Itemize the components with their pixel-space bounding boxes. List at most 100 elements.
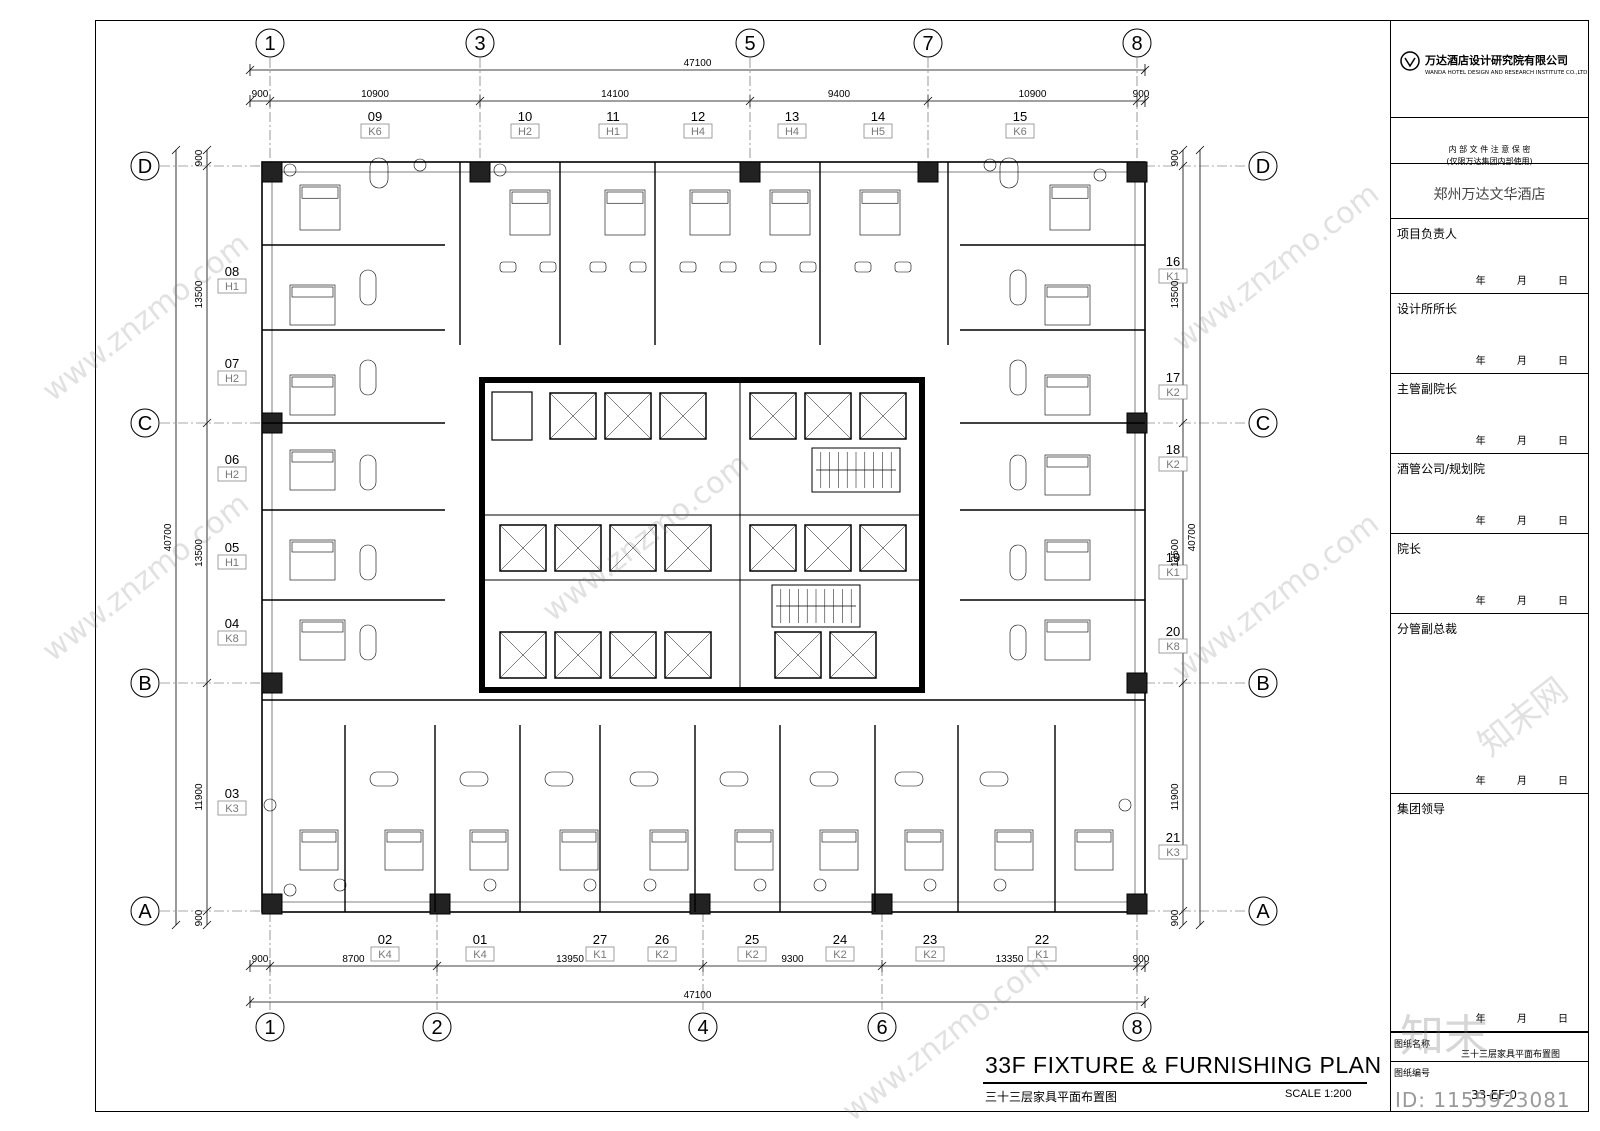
room-type: K2 [923, 949, 936, 961]
signature-date: 年 月 日 [1475, 1014, 1582, 1025]
bed-pillows [771, 191, 809, 204]
elevator-box [604, 392, 652, 440]
signature-role: 项目负责人 [1397, 227, 1458, 241]
room-type: H1 [225, 281, 239, 293]
axis-bubble [1122, 1012, 1152, 1042]
dimension-text: 40700 [163, 523, 174, 551]
room-type-box [1158, 638, 1188, 654]
bathtub [369, 771, 399, 787]
elevator-shaft [664, 631, 712, 679]
bathtub [1009, 544, 1027, 581]
axis-label: A [138, 901, 152, 923]
furniture-layer [263, 157, 1132, 897]
core-wall [479, 377, 925, 693]
dimension-text: 9400 [828, 89, 851, 100]
bathtub [1009, 454, 1027, 491]
armchair [1093, 168, 1107, 182]
dimension-tick [202, 161, 212, 171]
axis-bubble [422, 1012, 452, 1042]
elevator-box [609, 524, 657, 572]
dimension-text: 900 [194, 909, 205, 926]
tb-drawing-no-cell: 图纸编号 33-EF-0 [1391, 1062, 1588, 1112]
armchair [813, 878, 827, 892]
dimension-text: 9300 [781, 954, 804, 965]
room-type: K2 [1166, 387, 1179, 399]
axis-label: 8 [1131, 33, 1142, 55]
room-type: K2 [1166, 459, 1179, 471]
bed-frame [559, 829, 599, 871]
plan-scale: SCALE 1:200 [1285, 1088, 1352, 1100]
room-type-box [1158, 456, 1188, 472]
armchair [643, 878, 657, 892]
room-type-box [1027, 946, 1057, 962]
room-type-box [825, 946, 855, 962]
bed-frame [299, 619, 346, 661]
elevator-cross [804, 392, 852, 440]
dimension-text: 47100 [684, 58, 712, 69]
elevator-cross [609, 524, 657, 572]
bed-pillows [386, 831, 422, 843]
bed-frame [469, 829, 509, 871]
bed-frame [299, 184, 341, 231]
dimension-tick [202, 920, 212, 930]
signature-row: 酒管公司/规划院年 月 日 [1391, 454, 1588, 534]
elevator-shaft [829, 631, 877, 679]
signature-role: 主管副院长 [1397, 382, 1458, 396]
bed-pillows [861, 191, 899, 204]
elevator-shaft [554, 524, 602, 572]
bed-pillows [606, 191, 644, 204]
structural-column [739, 161, 761, 183]
bed-frame [1044, 454, 1091, 496]
elevator-shaft [774, 631, 822, 679]
room-type-box [370, 946, 400, 962]
axis-bubble [255, 1012, 285, 1042]
room-type: K2 [655, 949, 668, 961]
room-type: K1 [1035, 949, 1048, 961]
bed-pillows [301, 186, 339, 199]
dimension-text: 900 [1133, 954, 1150, 965]
bed-pillows [1051, 186, 1089, 199]
armchair [333, 878, 347, 892]
bed-pillows [471, 831, 507, 843]
room-type-box [1158, 268, 1188, 284]
elevator-cross [659, 392, 707, 440]
signature-role: 分管副总裁 [1397, 622, 1458, 636]
tb-logo-cell: 万达酒店设计研究院有限公司 WANDA HOTEL DESIGN AND RES… [1391, 20, 1588, 118]
staircase [811, 447, 901, 493]
room-number: 14 [871, 109, 885, 124]
elevator-box [659, 392, 707, 440]
elevator-box [859, 392, 907, 440]
bed-pillows [996, 831, 1032, 843]
room-type: K1 [593, 949, 606, 961]
elevator-shaft [859, 392, 907, 440]
armchair [283, 163, 297, 177]
dimension-text: 13500 [194, 539, 205, 567]
bed-frame [289, 449, 336, 491]
room-type: K6 [368, 126, 381, 138]
building-outline [261, 161, 1148, 915]
dimension-tick [1178, 145, 1188, 155]
room-type: K4 [378, 949, 391, 961]
drawing-no: 33-EF-0 [1471, 1088, 1518, 1102]
axis-label: C [1256, 413, 1270, 435]
room-type-box [647, 946, 677, 962]
room-type-box [1005, 123, 1035, 139]
axis-label: D [138, 156, 152, 178]
room-type-box [598, 123, 628, 139]
room-type: H5 [871, 126, 885, 138]
dimension-text: 13350 [996, 954, 1024, 965]
elevator-shaft [804, 524, 852, 572]
elevator-cross [664, 631, 712, 679]
elevator-shaft [804, 392, 852, 440]
dimension-text: 900 [1170, 909, 1181, 926]
title-block: 万达酒店设计研究院有限公司 WANDA HOTEL DESIGN AND RES… [1390, 20, 1589, 1112]
room-number: 17 [1166, 370, 1180, 385]
